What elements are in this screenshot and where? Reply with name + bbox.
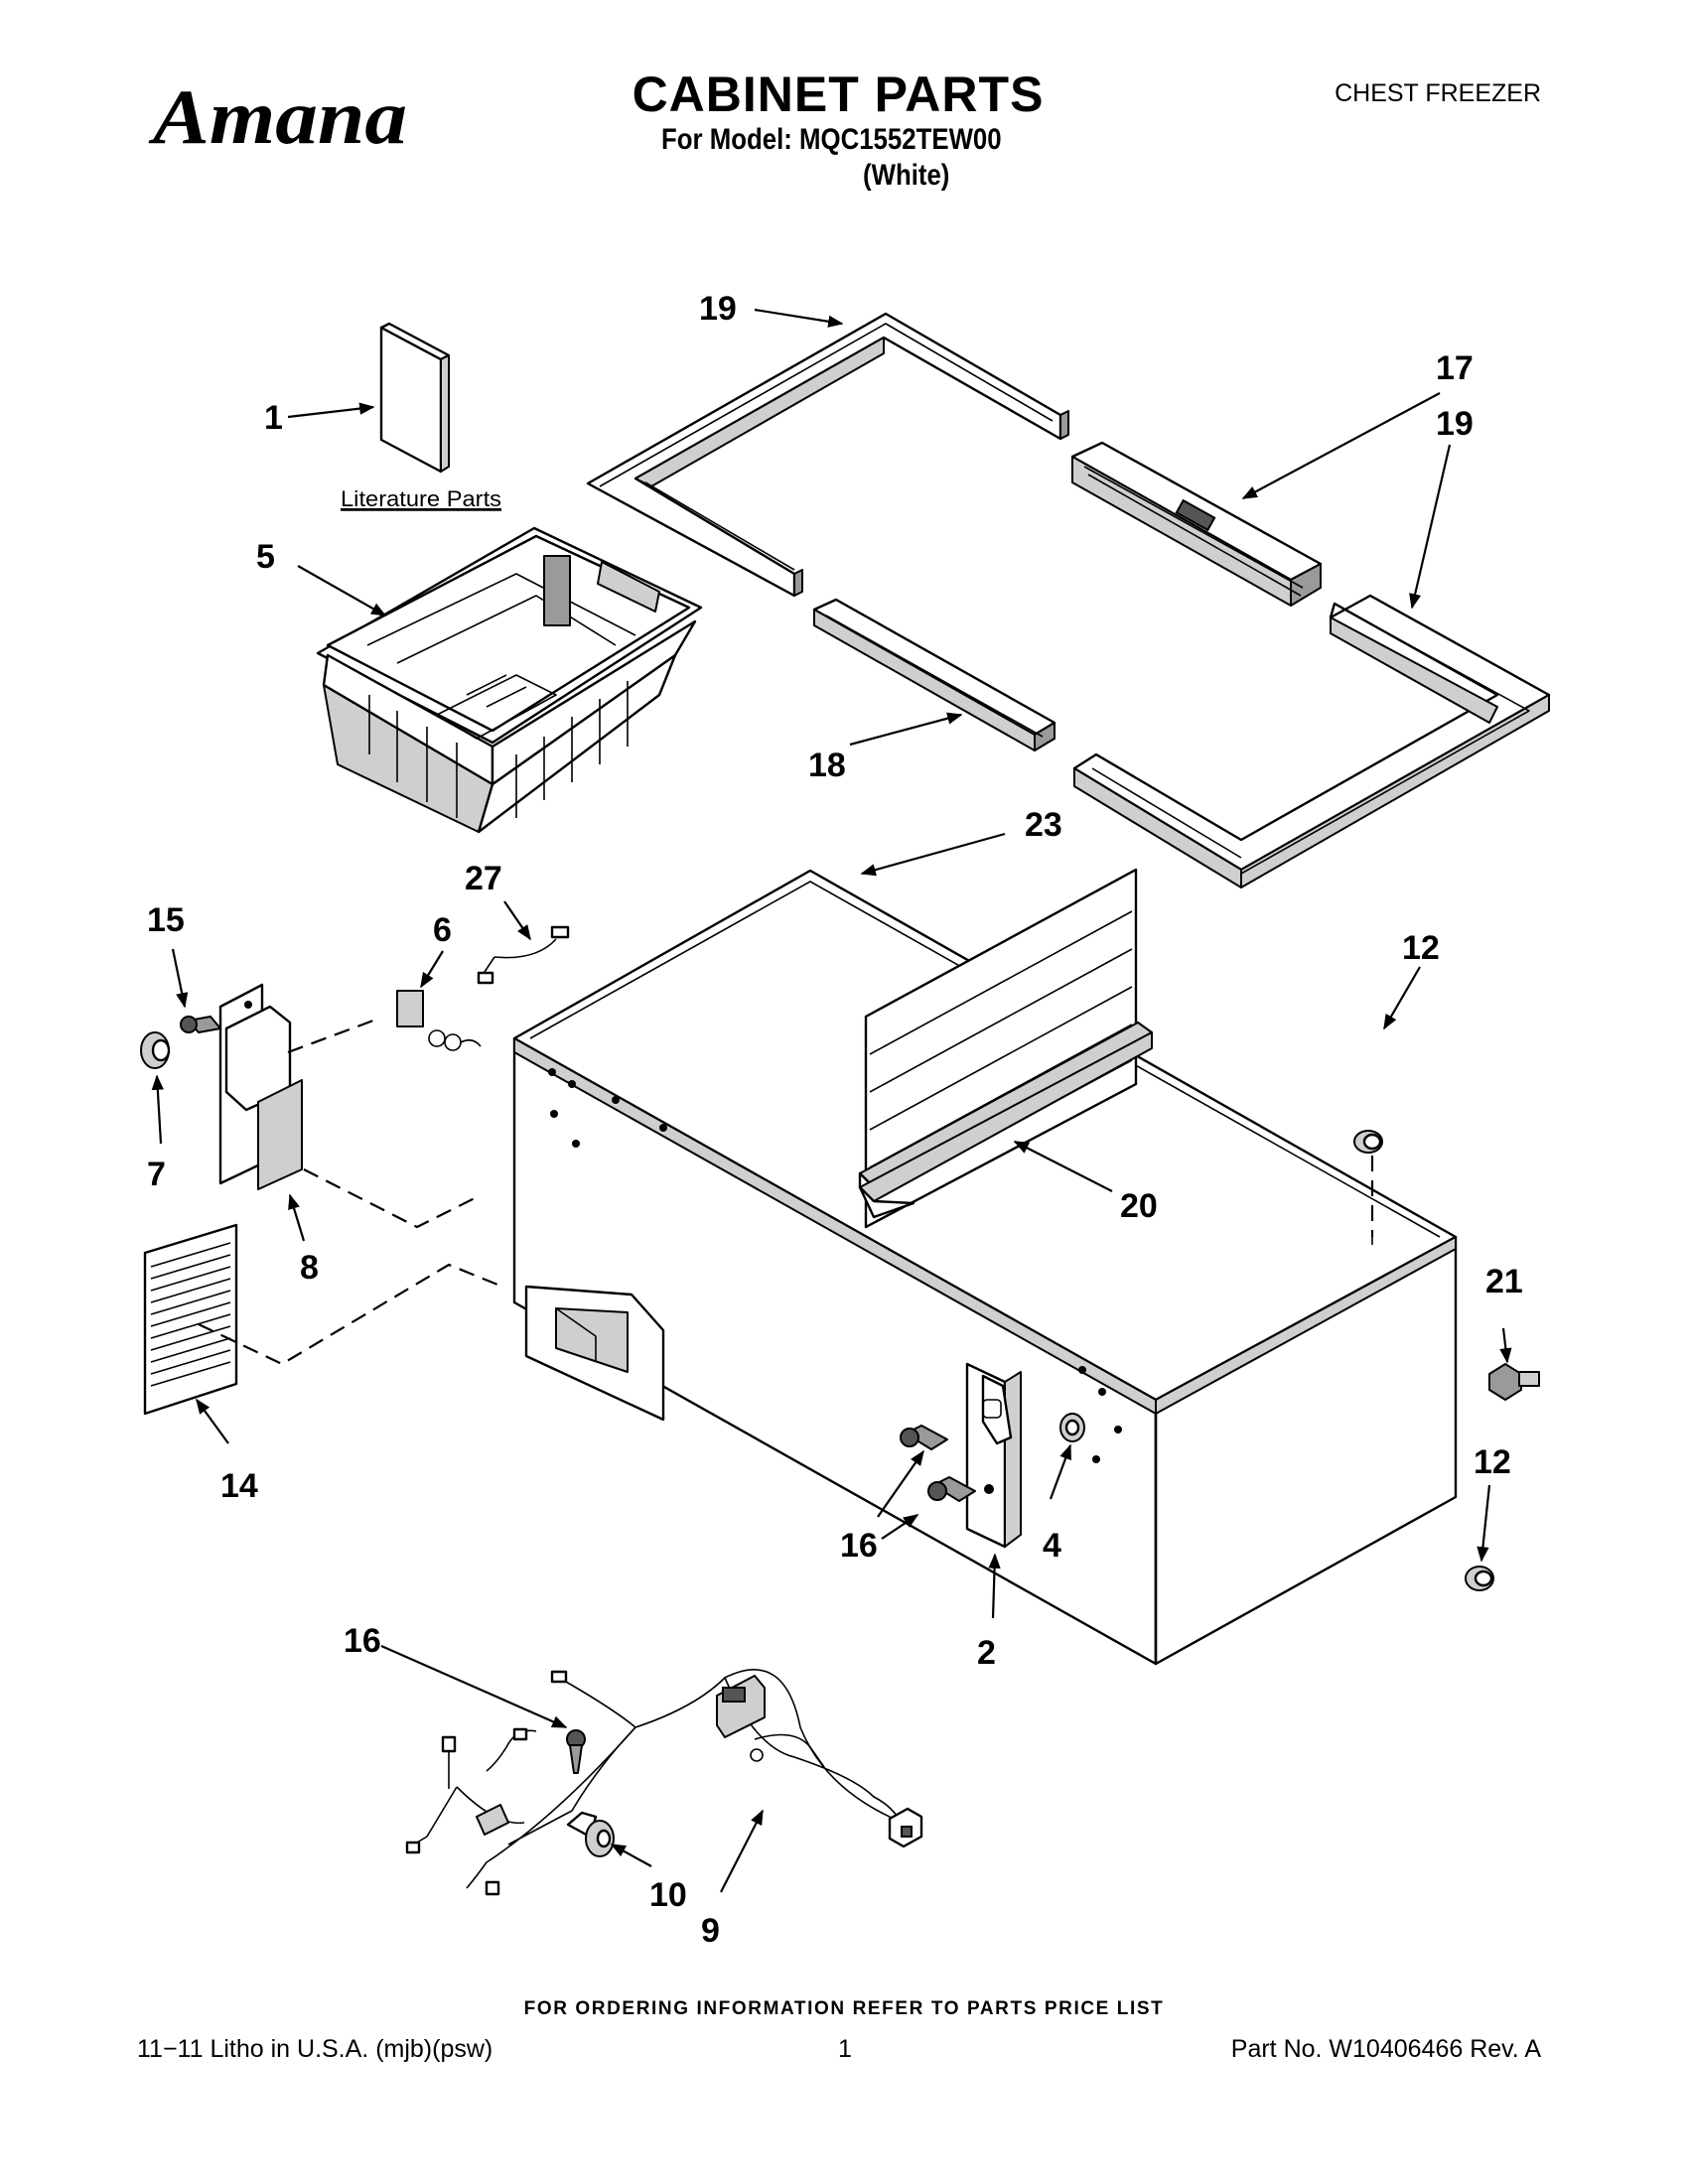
part-number: Part No. W10406466 Rev. A	[1230, 2035, 1541, 2063]
callout-15: 15	[147, 901, 185, 939]
ordering-note: FOR ORDERING INFORMATION REFER TO PARTS …	[523, 1998, 1165, 2019]
relay-part-6	[396, 990, 482, 1051]
page-title: CABINET PARTS	[632, 67, 1045, 122]
callout-23: 23	[1025, 806, 1062, 844]
breaker-strip-part-18	[812, 598, 1056, 751]
clamp-part-10	[566, 1811, 615, 1857]
connector-line-14	[198, 1263, 503, 1366]
leveling-leg-part-21	[1488, 1363, 1540, 1401]
plug-part-12-bottom	[1465, 1566, 1494, 1591]
grille-part-14	[143, 1223, 238, 1416]
callout-5: 5	[256, 538, 275, 576]
callout-12-bottom: 12	[1474, 1443, 1511, 1481]
product-type: CHEST FREEZER	[1335, 79, 1541, 107]
screw-part-16-harness	[566, 1729, 586, 1774]
literature-parts-label: Literature Parts	[341, 486, 501, 511]
brand-wordmark: Amana	[148, 73, 407, 160]
plug-part-12-top	[1353, 1130, 1383, 1154]
bumper-part-7	[140, 1031, 171, 1069]
callout-16-hinge: 16	[840, 1527, 878, 1565]
basket-part-5	[316, 526, 703, 834]
breaker-frame-part-19-right	[1072, 594, 1551, 888]
leader-lines	[151, 308, 1512, 1893]
divider-part-20	[858, 868, 1153, 1229]
callout-10: 10	[649, 1876, 687, 1914]
wire-harness-part-27	[477, 925, 570, 985]
callout-18: 18	[808, 747, 846, 784]
callout-12-top: 12	[1402, 929, 1440, 967]
callout-19-left: 19	[699, 290, 737, 328]
hinge-part-2	[965, 1362, 1022, 1549]
callout-6: 6	[433, 911, 452, 949]
callout-labels: 1 5 19 17 19 18 23 27 15 6 12 7 20 8 21 …	[147, 290, 1523, 1950]
callout-14: 14	[220, 1467, 258, 1505]
connector-line-8	[303, 1168, 482, 1229]
callout-20: 20	[1120, 1187, 1158, 1225]
wiring-harness-part-9	[405, 1669, 923, 1896]
callout-1: 1	[264, 399, 283, 437]
screw-part-15	[180, 1016, 221, 1033]
hinge-pin-part-4	[1059, 1413, 1085, 1442]
model-number: For Model: MQC1552TEW00	[661, 123, 1002, 156]
callout-9: 9	[701, 1912, 720, 1950]
literature-part-1	[379, 322, 451, 474]
connector-line-6	[287, 1019, 374, 1054]
page-number: 1	[838, 2035, 852, 2063]
model-color: (White)	[863, 159, 950, 192]
breaker-frame-part-19-left	[586, 312, 1069, 598]
callout-27: 27	[465, 860, 502, 897]
callout-7: 7	[147, 1156, 166, 1193]
litho-info: 11−11 Litho in U.S.A. (mjb)(psw)	[137, 2035, 493, 2063]
callout-2: 2	[977, 1634, 996, 1672]
callout-21: 21	[1485, 1263, 1523, 1300]
amana-logo: Amana	[147, 62, 415, 161]
breaker-strip-part-17	[1070, 441, 1323, 607]
callout-16-harness: 16	[344, 1622, 381, 1660]
callout-17: 17	[1436, 349, 1474, 387]
callout-4: 4	[1043, 1527, 1061, 1565]
screw-part-16-hinge-a	[900, 1425, 948, 1450]
callout-19-right: 19	[1436, 405, 1474, 443]
screw-part-16-hinge-b	[927, 1476, 976, 1502]
callout-8: 8	[300, 1249, 319, 1287]
bracket-part-8	[218, 983, 303, 1190]
